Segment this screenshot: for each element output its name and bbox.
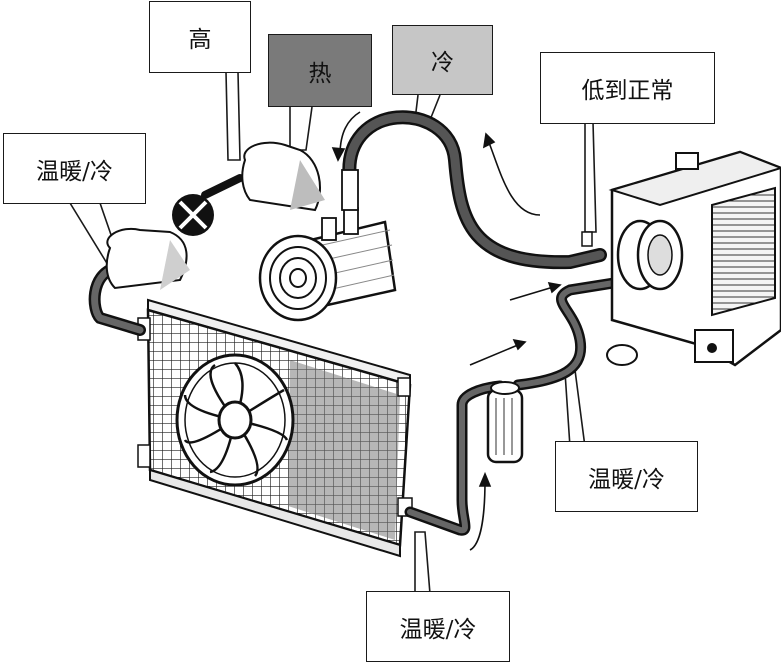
label-warm-cold-bottom: 温暖/冷 [366, 591, 510, 662]
airflow-arrows [331, 111, 562, 551]
hand-icons [105, 141, 325, 290]
label-hot-text: 热 [308, 60, 332, 87]
label-warm-cold-right-text: 温暖/冷 [588, 466, 665, 493]
compressor [258, 169, 397, 322]
label-warm-cold-right: 温暖/冷 [555, 441, 698, 512]
evaporator-housing [581, 150, 781, 367]
label-warm-cold-left-text: 温暖/冷 [36, 158, 113, 185]
label-high: 高 [149, 1, 251, 73]
label-warm-cold-bottom-text: 温暖/冷 [399, 616, 477, 643]
pressure-gauge-icon [172, 174, 244, 236]
condenser-fan [175, 353, 295, 487]
label-low-to-normal-text: 低到正常 [581, 78, 674, 104]
label-hot: 热 [268, 34, 372, 107]
receiver-drier [486, 381, 524, 464]
label-cold: 冷 [392, 25, 493, 95]
label-cold-text: 冷 [431, 50, 454, 76]
label-low-to-normal: 低到正常 [540, 52, 715, 124]
label-high-text: 高 [188, 27, 212, 53]
label-warm-cold-left: 温暖/冷 [3, 133, 146, 204]
